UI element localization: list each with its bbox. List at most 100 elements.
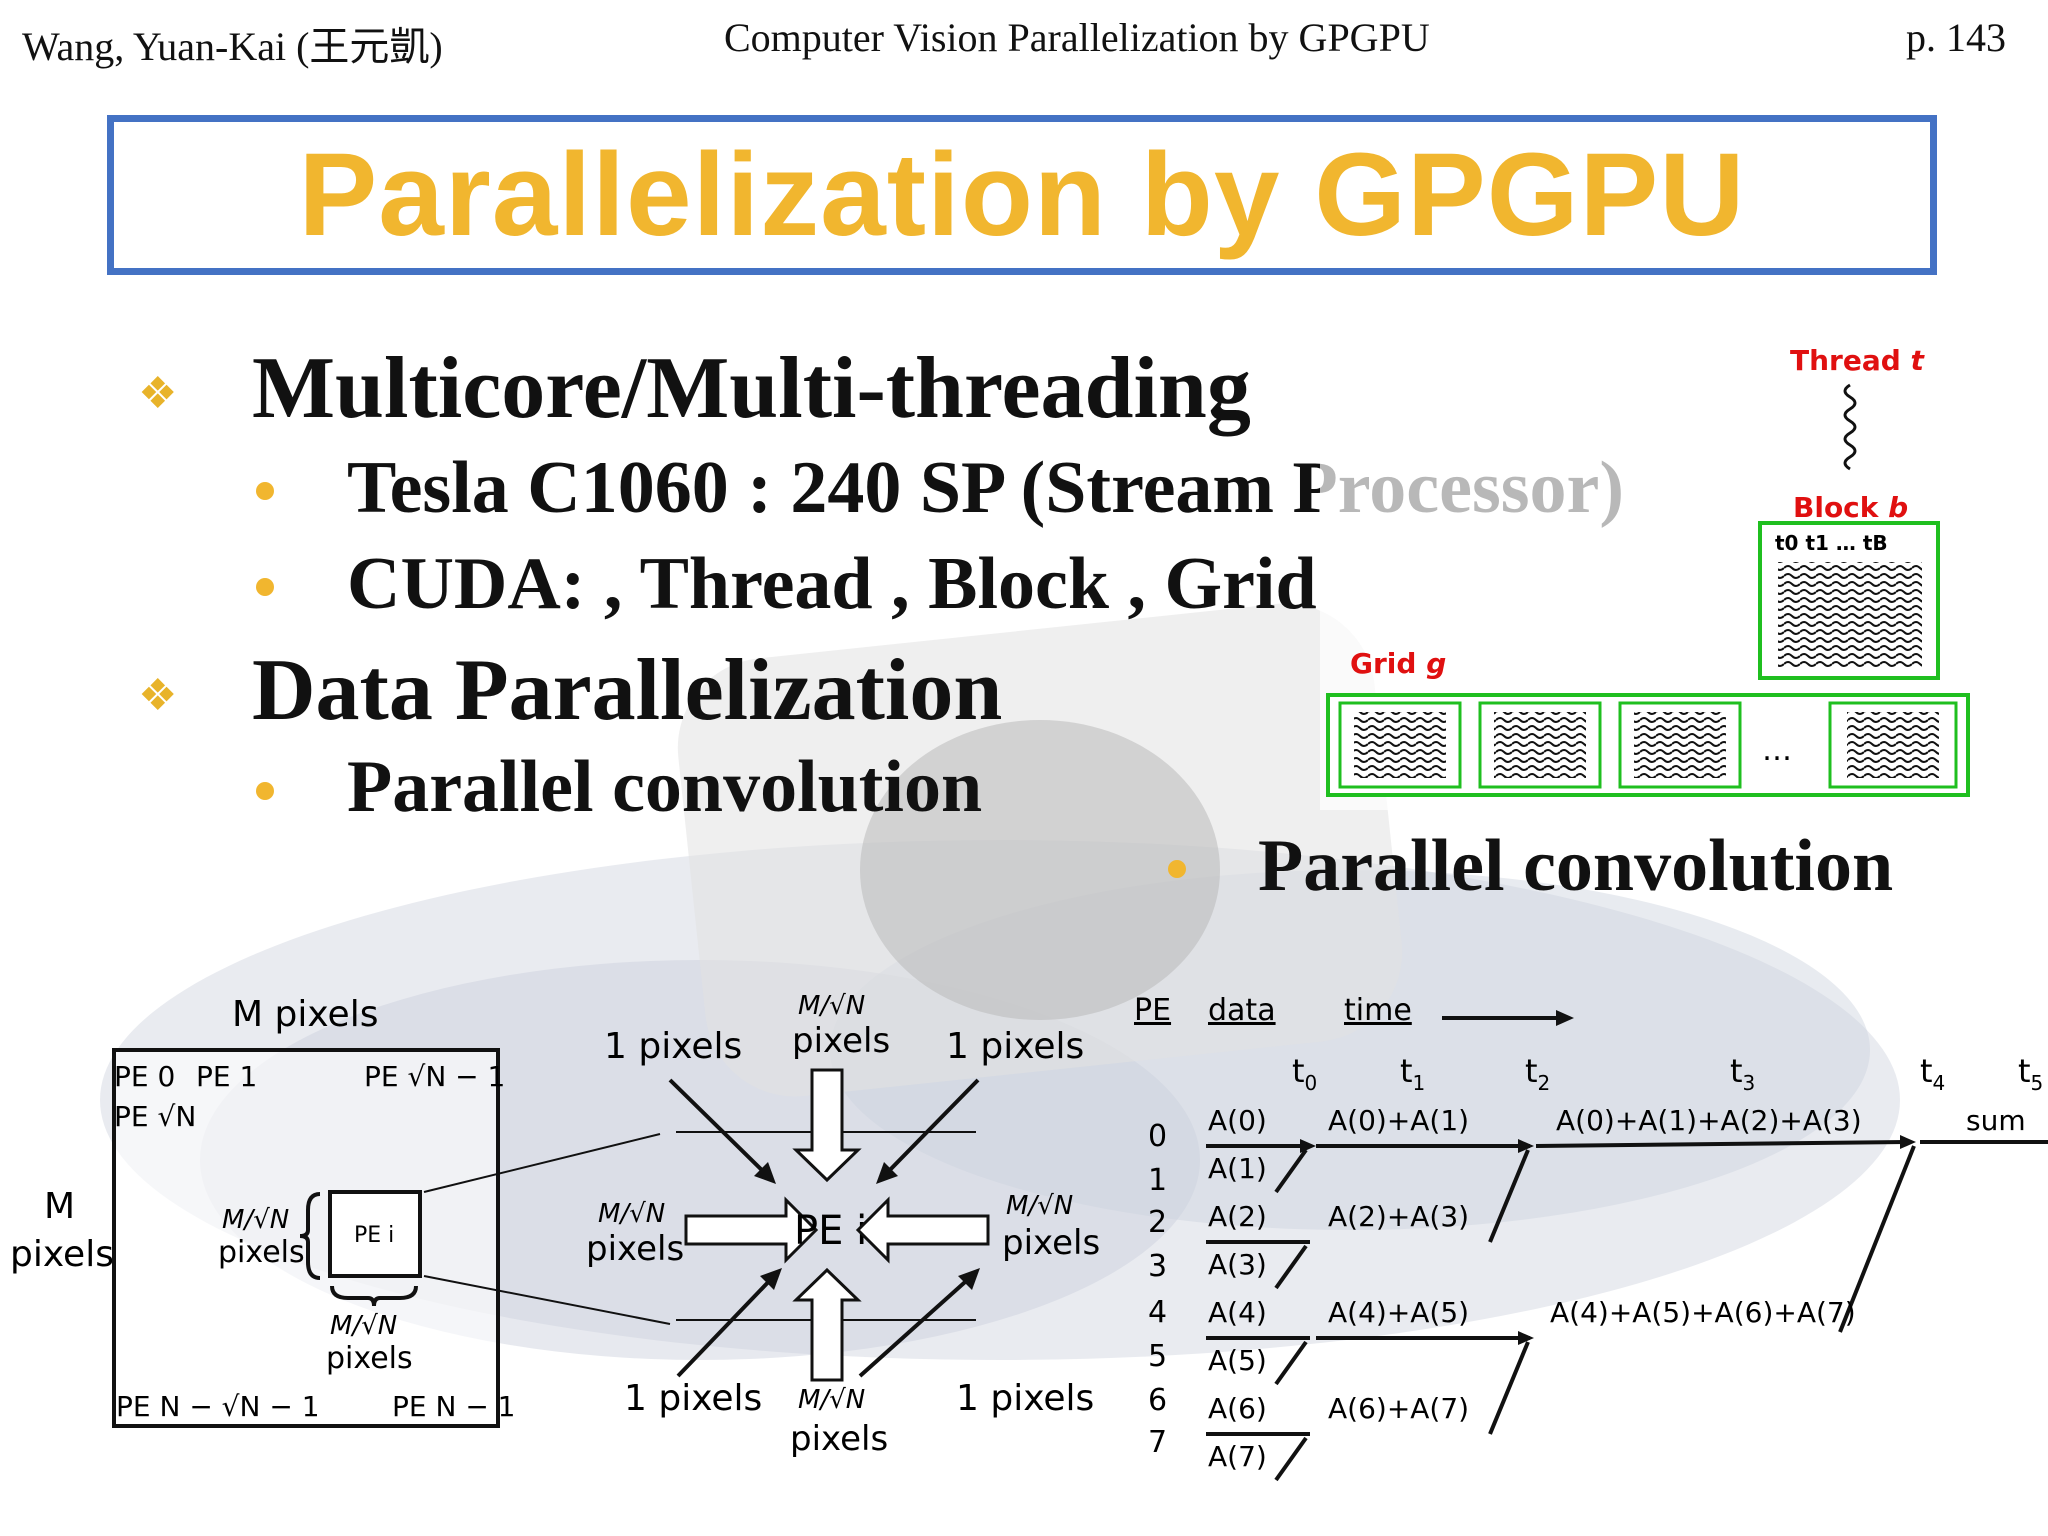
pe-sqrt-minus-label: PE √N − 1 bbox=[364, 1060, 505, 1093]
cuda-hierarchy-diagram: Thread t Block b t0 t1 … tB Grid g … bbox=[1320, 340, 1980, 810]
pe-bottom-right-label: PE N − 1 bbox=[392, 1390, 516, 1423]
header-author: Wang, Yuan-Kai (王元凱) bbox=[22, 24, 443, 69]
bullet-cuda: CUDA: , Thread , Block , Grid bbox=[347, 543, 1317, 625]
pe-id-4: 4 bbox=[1148, 1295, 1167, 1330]
pe-partition-diagram: M pixels M pixels PE 0 PE 1 PE √N − 1 PE… bbox=[10, 994, 671, 1428]
s-frac: M/√N bbox=[798, 1385, 865, 1415]
time-t5: t5 bbox=[2018, 1052, 2043, 1095]
n-frac: M/√N bbox=[798, 991, 865, 1021]
block-threads-icon bbox=[1778, 562, 1922, 668]
grid-ellipsis: … bbox=[1762, 733, 1792, 768]
data-a2: A(2) bbox=[1208, 1200, 1267, 1233]
step1-sum-45: A(4)+A(5) bbox=[1328, 1296, 1469, 1329]
w-frac: M/√N bbox=[598, 1199, 665, 1229]
data-a6: A(6) bbox=[1208, 1392, 1267, 1425]
data-a4: A(4) bbox=[1208, 1296, 1267, 1329]
data-a0: A(0) bbox=[1208, 1104, 1267, 1137]
result-sum: sum bbox=[1966, 1104, 2026, 1137]
w-hollow-arrow bbox=[684, 1196, 819, 1264]
w-pixels: pixels bbox=[586, 1229, 684, 1269]
pe-id-0: 0 bbox=[1148, 1119, 1167, 1154]
step2-sum-4567: A(4)+A(5)+A(6)+A(7) bbox=[1550, 1296, 1856, 1329]
data-a7: A(7) bbox=[1208, 1440, 1267, 1473]
time-t3: t3 bbox=[1730, 1052, 1755, 1095]
data-a3: A(3) bbox=[1208, 1248, 1267, 1281]
time-t1: t1 bbox=[1400, 1052, 1425, 1095]
pixels-side-label: pixels bbox=[10, 1234, 114, 1275]
pe1-label: PE 1 bbox=[196, 1060, 257, 1093]
step1-sum-67: A(6)+A(7) bbox=[1328, 1392, 1469, 1425]
header-time: time bbox=[1344, 993, 1412, 1028]
sw-arrow bbox=[676, 1272, 778, 1378]
thread-label: Thread t bbox=[1790, 344, 1926, 377]
zoom-line-top bbox=[423, 1133, 661, 1193]
se-one-pixels: 1 pixels bbox=[956, 1378, 1094, 1419]
grid-label: Grid g bbox=[1350, 647, 1446, 680]
nw-arrow bbox=[668, 1078, 772, 1180]
time-t4: t4 bbox=[1920, 1052, 1945, 1095]
diamond-bullet-icon: ❖ bbox=[138, 671, 178, 720]
reduction-arrowheads bbox=[1300, 1135, 1916, 1345]
block-thread-labels: t0 t1 … tB bbox=[1775, 531, 1888, 555]
bullet-multicore: Multicore/Multi-threading bbox=[252, 340, 1251, 437]
pe-i-height-pixels: pixels bbox=[218, 1235, 305, 1270]
step1-sum-23: A(2)+A(3) bbox=[1328, 1200, 1469, 1233]
pe-i-height-frac: M/√N bbox=[222, 1205, 289, 1235]
se-arrow bbox=[858, 1272, 976, 1378]
header-course-title: Computer Vision Parallelization by GPGPU bbox=[724, 15, 1430, 60]
sw-one-pixels: 1 pixels bbox=[624, 1378, 762, 1419]
n-hollow-arrow bbox=[792, 1068, 862, 1183]
time-t2: t2 bbox=[1525, 1052, 1550, 1095]
ne-one-pixels: 1 pixels bbox=[946, 1026, 1084, 1067]
n-pixels: pixels bbox=[792, 1021, 890, 1061]
dot-bullet-icon bbox=[1168, 860, 1186, 878]
slide-title: Parallelization by GPGPU bbox=[298, 129, 1746, 261]
nw-one-pixels: 1 pixels bbox=[604, 1026, 742, 1067]
header-data: data bbox=[1208, 993, 1276, 1028]
zoom-line-bottom bbox=[423, 1275, 671, 1325]
s-hollow-arrow bbox=[792, 1267, 862, 1382]
pe-bottom-left-label: PE N − √N − 1 bbox=[116, 1390, 320, 1423]
e-frac: M/√N bbox=[1006, 1191, 1073, 1221]
pe-i-center: PE i bbox=[794, 1208, 867, 1254]
e-pixels: pixels bbox=[1002, 1223, 1100, 1263]
image-border bbox=[112, 1048, 500, 1428]
pe-id-2: 2 bbox=[1148, 1205, 1167, 1240]
parallel-sum-reduction-diagram: PE data time t0 t1 t2 t3 t4 t5 0 1 2 3 4… bbox=[1134, 993, 2048, 1482]
title-border bbox=[107, 115, 1937, 275]
step2-sum-0123: A(0)+A(1)+A(2)+A(3) bbox=[1556, 1104, 1862, 1137]
data-a5: A(5) bbox=[1208, 1344, 1267, 1377]
block-label: Block b bbox=[1793, 491, 1908, 524]
pe-neighbor-diagram: 1 pixels M/√N pixels 1 pixels M/√N pixel… bbox=[586, 991, 1100, 1459]
pe-sqrt-label: PE √N bbox=[114, 1100, 196, 1133]
step1-sum-01: A(0)+A(1) bbox=[1328, 1104, 1469, 1137]
bullet-parallel-convolution: Parallel convolution bbox=[347, 746, 983, 828]
bullet-parallel-convolution-2: Parallel convolution bbox=[1258, 825, 1894, 907]
pe-id-3: 3 bbox=[1148, 1249, 1167, 1284]
dot-bullet-icon bbox=[256, 482, 274, 500]
pe-id-5: 5 bbox=[1148, 1339, 1167, 1374]
dot-bullet-icon bbox=[256, 782, 274, 800]
pe-i-label: PE i bbox=[354, 1223, 394, 1248]
pe-id-7: 7 bbox=[1148, 1425, 1167, 1460]
bullet-data-parallelization: Data Parallelization bbox=[252, 642, 1003, 739]
data-a1: A(1) bbox=[1208, 1152, 1267, 1185]
pe-i-block bbox=[328, 1190, 422, 1278]
ne-arrow bbox=[880, 1078, 980, 1180]
reduction-arrows bbox=[1206, 1140, 2048, 1482]
brace-bottom-icon bbox=[330, 1285, 418, 1307]
time-t0: t0 bbox=[1292, 1052, 1317, 1095]
pe-i-width-frac: M/√N bbox=[330, 1311, 397, 1341]
dot-bullet-icon bbox=[256, 578, 274, 596]
e-hollow-arrow bbox=[855, 1196, 990, 1264]
brace-left-icon bbox=[299, 1192, 321, 1280]
header-page-number: p. 143 bbox=[1906, 15, 2006, 60]
header-pe: PE bbox=[1134, 993, 1171, 1028]
m-side-label: M bbox=[44, 1186, 75, 1227]
s-pixels: pixels bbox=[790, 1419, 888, 1459]
m-pixels-top-label: M pixels bbox=[232, 994, 378, 1035]
pe0-label: PE 0 bbox=[114, 1060, 175, 1093]
pe-i-width-pixels: pixels bbox=[326, 1341, 413, 1376]
pe-id-1: 1 bbox=[1148, 1163, 1167, 1198]
pe-id-6: 6 bbox=[1148, 1383, 1167, 1418]
